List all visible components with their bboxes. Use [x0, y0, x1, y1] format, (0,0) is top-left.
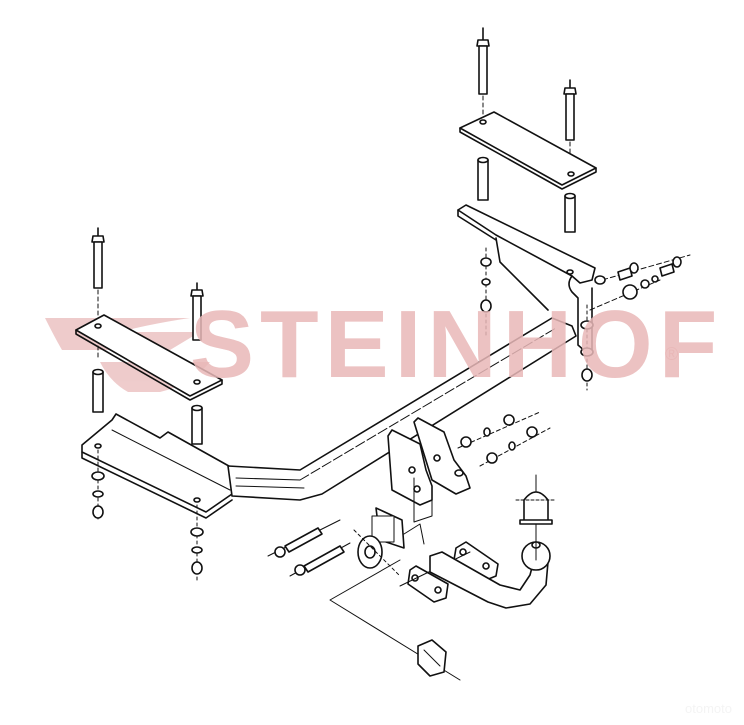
- tow-ball-cover-cap: [516, 492, 556, 524]
- left-side-bracket: [82, 414, 236, 518]
- cable-connector: [418, 640, 446, 676]
- electrical-socket: [354, 508, 404, 576]
- left-plate: [76, 315, 222, 400]
- left-spacers: [93, 370, 202, 445]
- cable-wiring: [330, 478, 460, 680]
- left-washers-nuts: [92, 450, 203, 580]
- center-washers-nuts: [458, 412, 550, 466]
- ball-clamp-blocks: [400, 542, 498, 602]
- main-crossbar: [228, 318, 576, 500]
- top-right-spacers: [478, 158, 575, 233]
- right-bracket-washers-nuts: [481, 248, 593, 390]
- left-bolts: [92, 228, 203, 360]
- long-socket-bolts: [268, 520, 350, 576]
- steinhof-wordmark: STEINHOF: [190, 291, 724, 398]
- right-side-bracket: [458, 205, 595, 352]
- top-right-plate: [460, 112, 596, 189]
- otomoto-watermark: otomoto: [685, 701, 732, 716]
- right-side-bolts: [590, 255, 690, 310]
- registered-mark: ®: [665, 344, 679, 364]
- removable-tow-ball-neck: [430, 475, 550, 608]
- steinhof-logo: STEINHOF ®: [40, 297, 717, 393]
